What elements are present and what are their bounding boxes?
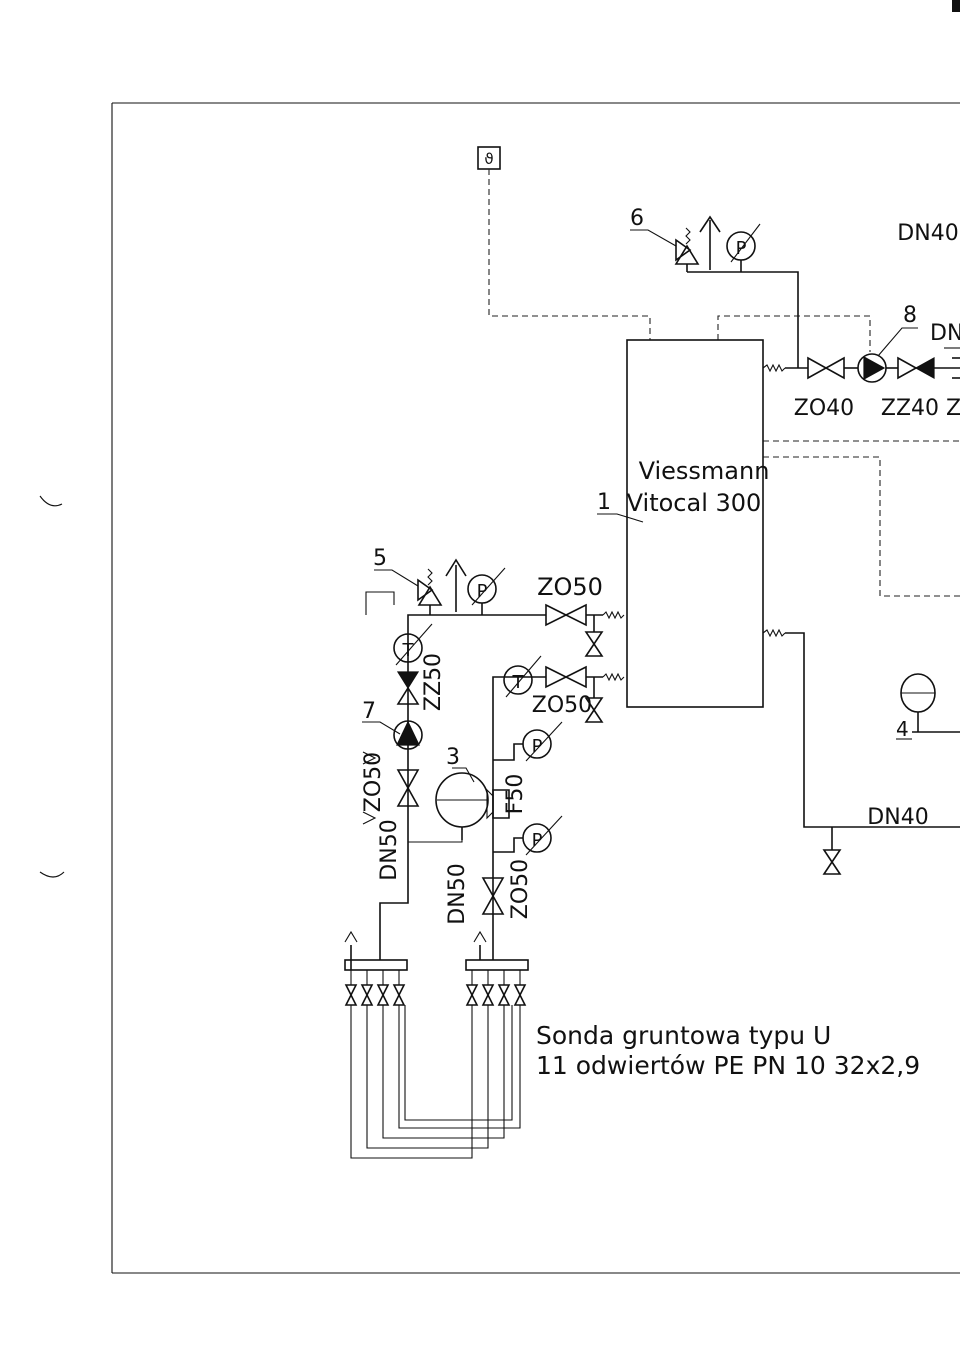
- left-manifold-valves: [344, 970, 406, 1006]
- gauge-label-5: P: [477, 581, 488, 602]
- probe-manifolds: Sonda gruntowa typu U 11 odwiertów PE PN…: [344, 930, 920, 1159]
- drawing-frame: [111, 102, 960, 1274]
- paper-marks: [39, 0, 960, 878]
- control-lines: [488, 169, 960, 597]
- item-5-label: 5: [373, 546, 387, 571]
- safety-group-6: 6 P: [630, 206, 799, 368]
- item-3-label: 3: [446, 745, 460, 770]
- gauge-label-lower: P: [532, 830, 543, 851]
- item-1-label: 1: [597, 490, 611, 515]
- right-manifold-valves: [465, 970, 527, 1006]
- item-6-label: 6: [630, 206, 644, 231]
- thermostat-symbol: ϑ: [484, 150, 493, 168]
- dn50-label-b: DN50: [445, 863, 470, 924]
- zz40-label: ZZ40 Z: [881, 396, 960, 421]
- probe-description-line1: Sonda gruntowa typu U: [536, 1021, 831, 1050]
- zo50-label-a: ZO50: [537, 573, 603, 601]
- brine-supply-branch: ZO50 5 P T ZZ50 7 ZO50: [361, 546, 625, 960]
- unit-name-line2: Vitocal 300: [627, 489, 762, 517]
- item-4-label: 4: [896, 717, 909, 741]
- zo40-label: ZO40: [794, 396, 854, 421]
- unit-name-line1: Viessmann: [639, 457, 770, 485]
- zo50-label-b: ZO50: [532, 693, 592, 718]
- item-8-label: 8: [903, 303, 917, 328]
- zo50-label-c: ZO50: [508, 859, 533, 919]
- zz50-label: ZZ50: [421, 653, 446, 711]
- dn-cut-label: DN: [930, 321, 960, 346]
- supply-line-top: ZO40 8 ZZ40 Z DN DN40: [762, 221, 960, 421]
- dn50-label-a: DN50: [377, 819, 402, 880]
- f50-label: F50: [503, 774, 528, 815]
- return-line-right: DN40 4: [762, 628, 960, 875]
- dn40-bottom-label: DN40: [867, 805, 928, 830]
- brine-return-branch: T ZO50 P F50 P ZO50 DN50: [445, 655, 625, 960]
- zo50-label-d: ZO50: [361, 752, 386, 812]
- heat-pump-unit: Viessmann Vitocal 300 1: [597, 339, 770, 708]
- temperature-sensor: ϑ: [477, 146, 501, 170]
- probe-description-line2: 11 odwiertów PE PN 10 32x2,9: [536, 1051, 920, 1080]
- gauge-label-upper: P: [532, 736, 543, 757]
- dn40-top-label: DN40: [897, 221, 958, 246]
- item-7-label: 7: [362, 699, 376, 724]
